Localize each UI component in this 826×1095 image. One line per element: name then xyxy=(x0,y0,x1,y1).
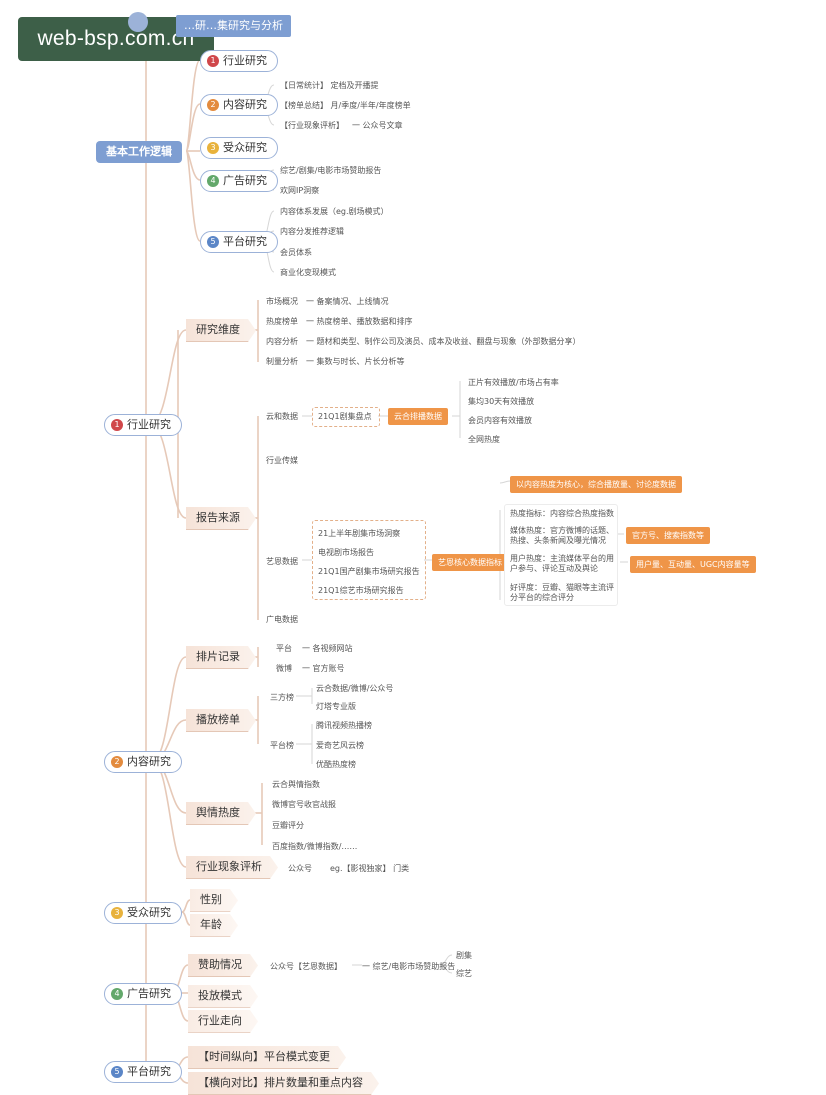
schedule-k-0: 平台 xyxy=(276,644,292,653)
advert-sec-sponsor: 赞助情况 xyxy=(188,954,258,977)
root-node-icon xyxy=(128,12,148,32)
content-item-ranking: 【榜单总结】 月/季度/半年/年度榜单 xyxy=(280,101,411,110)
schedule-v-0: 一 各视频网站 xyxy=(302,644,353,653)
dim-key-2: 内容分析 xyxy=(266,337,298,346)
dim-val-0: 一 备案情况、上线情况 xyxy=(306,297,389,306)
heat-3: 百度指数/微博指数/…… xyxy=(272,842,358,851)
source-guangdian: 广电数据 xyxy=(266,615,298,624)
dim-key-1: 热度榜单 xyxy=(266,317,298,326)
rank-platform-2[interactable]: 优酷热度榜 xyxy=(316,760,356,769)
dim-val-1: 一 热度榜单、播放数据和排序 xyxy=(306,317,413,326)
source-guduo: 行业传媒 xyxy=(266,456,298,465)
yunhe-report-box xyxy=(312,407,380,427)
yunhe-report-link[interactable]: 21Q1剧集盘点 xyxy=(318,412,372,421)
yien-metric-2: 用户热度：主流媒体平台的用户参与、评论互动及舆论 xyxy=(510,554,614,573)
yien-report-box xyxy=(312,520,426,600)
yunhe-metric-1: 集均30天有效播放 xyxy=(468,397,535,406)
yunhe-metric-tag: 云合排播数据 xyxy=(388,408,448,425)
yien-top-note: 以内容热度为核心，综合播放量、讨论度数据 xyxy=(510,476,682,493)
platform-sec-compare: 【横向对比】排片数量和重点内容 xyxy=(188,1072,379,1095)
audience-sec-gender: 性别 xyxy=(190,889,238,912)
yien-metric-tag: 艺恩核心数据指标 xyxy=(432,554,508,571)
advert-sec-trend: 行业走向 xyxy=(188,1010,258,1033)
content-sec-heat: 舆情热度 xyxy=(186,802,256,825)
yien-report-3[interactable]: 21Q1综艺市场研究报告 xyxy=(318,586,404,595)
rank-third-1[interactable]: 灯塔专业版 xyxy=(316,702,356,711)
heat-2: 豆瓣评分 xyxy=(272,821,304,830)
ad-item-ip: 欢网IP洞察 xyxy=(280,186,320,195)
source-yunhe: 云和数据 xyxy=(266,412,298,421)
ad-item-report: 综艺/剧集/电影市场赞助报告 xyxy=(280,166,382,175)
platform-item-1: 内容分发推荐逻辑 xyxy=(280,227,344,236)
yien-metric-1: 媒体热度：官方微博的话题、热搜、头条新闻及曝光情况 xyxy=(510,526,614,545)
yien-report-0[interactable]: 21上半年剧集市场洞察 xyxy=(318,529,401,538)
content-sec-schedule: 排片记录 xyxy=(186,646,256,669)
rank-platform-0[interactable]: 腾讯视频热播榜 xyxy=(316,721,372,730)
yunhe-metric-3: 全网热度 xyxy=(468,435,500,444)
advert-leaf-drama[interactable]: 剧集 xyxy=(456,951,472,960)
audience-sec-age: 年龄 xyxy=(190,914,238,937)
dim-val-2: 一 题材和类型、制作公司及演员、成本及收益、翻盘与现象（外部数据分享） xyxy=(306,337,581,346)
advert-sec-mode: 投放模式 xyxy=(188,985,258,1008)
yien-metric-3: 好评度：豆瓣、猫眼等主流评分平台的综合评分 xyxy=(510,583,614,602)
advert-wechat-note: 一 综艺/电影市场赞助报告 xyxy=(362,962,456,971)
advert-wechat: 公众号【艺恩数据】 xyxy=(270,962,342,971)
rank-platform: 平台榜 xyxy=(270,741,294,750)
schedule-k-1: 微博 xyxy=(276,664,292,673)
schedule-v-1: 一 官方账号 xyxy=(302,664,345,673)
yien-media-note: 官方号、搜索指数等 xyxy=(626,527,710,544)
dim-val-3: 一 集数与时长、片长分析等 xyxy=(306,357,405,366)
rank-third-0[interactable]: 云合数据/微博/公众号 xyxy=(316,684,394,693)
rank-platform-1[interactable]: 爱奇艺风云榜 xyxy=(316,741,364,750)
platform-item-0: 内容体系发展（eg.剧场模式） xyxy=(280,207,389,216)
content-item-daily: 【日常统计】 定档及开播提 xyxy=(280,81,379,90)
industry-source-node: 报告来源 xyxy=(186,507,256,530)
yien-metric-0: 热度指标：内容综合热度指数 xyxy=(510,509,614,518)
page-title: …研…集研究与分析 xyxy=(176,15,291,37)
heat-0: 云合舆情指数 xyxy=(272,780,320,789)
yunhe-metric-0: 正片有效播放/市场占有率 xyxy=(468,378,559,387)
platform-item-3: 商业化变现模式 xyxy=(280,268,336,277)
yunhe-metric-2: 会员内容有效播放 xyxy=(468,416,532,425)
content-sec-ranking: 播放榜单 xyxy=(186,709,256,732)
yien-metric-panel xyxy=(504,504,618,606)
basic-logic-node: 基本工作逻辑 xyxy=(96,141,182,163)
dim-key-3: 制量分析 xyxy=(266,357,298,366)
source-yien: 艺恩数据 xyxy=(266,557,298,566)
yien-report-2[interactable]: 21Q1国产剧集市场研究报告 xyxy=(318,567,420,576)
yien-report-1[interactable]: 电视剧市场报告 xyxy=(318,548,374,557)
content-sec-review: 行业现象评析 xyxy=(186,856,278,879)
platform-sec-time: 【时间纵向】平台模式变更 xyxy=(188,1046,346,1069)
content-item-review: 【行业现象评析】 xyxy=(280,121,344,130)
content-item-review-note: 一 公众号文章 xyxy=(352,121,403,130)
platform-item-2: 会员体系 xyxy=(280,248,312,257)
yien-user-note: 用户量、互动量、UGC内容量等 xyxy=(630,556,756,573)
rank-third: 三方榜 xyxy=(270,693,294,702)
industry-dim-node: 研究维度 xyxy=(186,319,256,342)
heat-1: 微博官号收官战报 xyxy=(272,800,336,809)
dim-key-0: 市场概况 xyxy=(266,297,298,306)
review-k: 公众号 xyxy=(288,864,312,873)
review-v: eg.【影视独家】 门类 xyxy=(330,864,410,873)
advert-leaf-variety[interactable]: 综艺 xyxy=(456,969,472,978)
